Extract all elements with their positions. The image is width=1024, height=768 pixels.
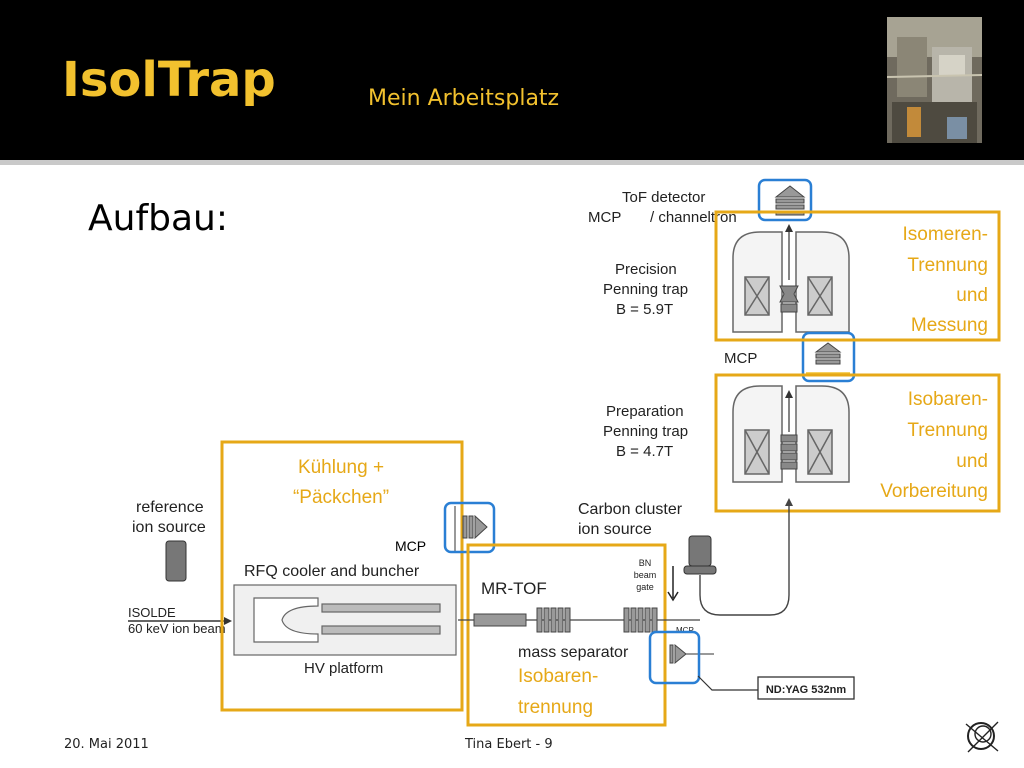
mcp-small-icon: [669, 643, 714, 665]
reference-source-icon: [165, 540, 187, 582]
box-kuehlung: [220, 440, 464, 712]
mcp-mid-icon: [806, 342, 850, 374]
mcp-left-icon: [454, 506, 488, 552]
mcp-top-label: MCP: [588, 209, 621, 226]
box-isobaren-line-1: Isobaren-: [518, 666, 598, 687]
tof-detector-highlight: [757, 178, 813, 222]
precision-trap-label-3: B = 5.9T: [616, 301, 673, 318]
mcp-mid-label: MCP: [724, 350, 757, 367]
cern-logo-icon: [965, 721, 999, 753]
laboratory-photo-icon: [887, 17, 982, 143]
preparation-trap-label-2: Penning trap: [603, 423, 688, 440]
reference-source-label-2: ion source: [132, 519, 206, 536]
box-isomeren-line-4: Messung: [911, 315, 988, 336]
slide-subtitle: Mein Arbeitsplatz: [368, 86, 560, 111]
footer-date: 20. Mai 2011: [64, 737, 149, 752]
reference-source-label-1: reference: [136, 499, 204, 516]
box-isomeren: [714, 210, 1001, 342]
laser-beam-path: [697, 675, 758, 691]
box-isobaren-prep-line-4: Vorbereitung: [880, 481, 988, 502]
preparation-trap-label-3: B = 4.7T: [616, 443, 673, 460]
box-isobaren-vorbereitung: [714, 373, 1001, 513]
mass-separator-label: mass separator: [518, 644, 629, 661]
header-divider: [0, 160, 1024, 165]
bn-gate-label-1: BN: [639, 558, 652, 568]
box-kuehlung-line-1: Kühlung +: [298, 457, 384, 478]
slide-header: [0, 0, 1024, 160]
bn-gate-label-2: beam: [634, 570, 657, 580]
footer-author-page: Tina Ebert - 9: [465, 737, 553, 752]
bn-gate-label-3: gate: [636, 582, 654, 592]
preparation-trap-electrodes: [780, 434, 798, 470]
carbon-beam-path: [699, 500, 790, 616]
ndyag-laser-box: [757, 676, 855, 700]
hv-platform-label: HV platform: [304, 660, 383, 677]
carbon-source-icon: [683, 535, 717, 575]
rfq-cooler-buncher: [233, 584, 457, 656]
isolde-label-1: ISOLDE: [128, 605, 176, 620]
box-isobaren-prep-line-1: Isobaren-: [908, 389, 988, 410]
slide-title: IsolTrap: [62, 52, 276, 108]
precision-trap-magnet: [732, 231, 850, 333]
precision-trap-label-1: Precision: [615, 261, 677, 278]
mr-tof-electrodes: [473, 607, 658, 633]
box-kuehlung-line-2: “Päckchen”: [293, 487, 389, 508]
ndyag-label: ND:YAG 532nm: [766, 684, 847, 696]
box-isomeren-line-3: und: [956, 285, 988, 306]
precision-trap-electrodes: [779, 285, 799, 313]
mcp-small-highlight: [648, 630, 701, 685]
box-isomeren-line-2: Trennung: [907, 255, 988, 276]
box-isobaren-prep-line-2: Trennung: [907, 420, 988, 441]
mr-tof-label: MR-TOF: [481, 579, 547, 598]
rfq-label: RFQ cooler and buncher: [244, 563, 420, 580]
carbon-source-label-1: Carbon cluster: [578, 501, 683, 518]
box-isobaren-prep-line-3: und: [956, 451, 988, 472]
box-isobaren-line-2: trennung: [518, 697, 593, 718]
mcp-left-label: MCP: [395, 538, 426, 554]
mcp-mid-highlight: [801, 331, 856, 383]
isolde-label-2: 60 keV ion beam: [128, 621, 226, 636]
tof-detector-label: ToF detector: [622, 189, 705, 206]
carbon-source-label-2: ion source: [578, 521, 652, 538]
preparation-trap-label-1: Preparation: [606, 403, 684, 420]
preparation-trap-magnet: [732, 385, 850, 483]
section-heading: Aufbau:: [88, 198, 228, 239]
mcp-small-label: MCP: [676, 626, 694, 635]
precision-trap-label-2: Penning trap: [603, 281, 688, 298]
box-isomeren-line-1: Isomeren-: [902, 224, 988, 245]
box-isobaren-trennung: [466, 543, 667, 727]
